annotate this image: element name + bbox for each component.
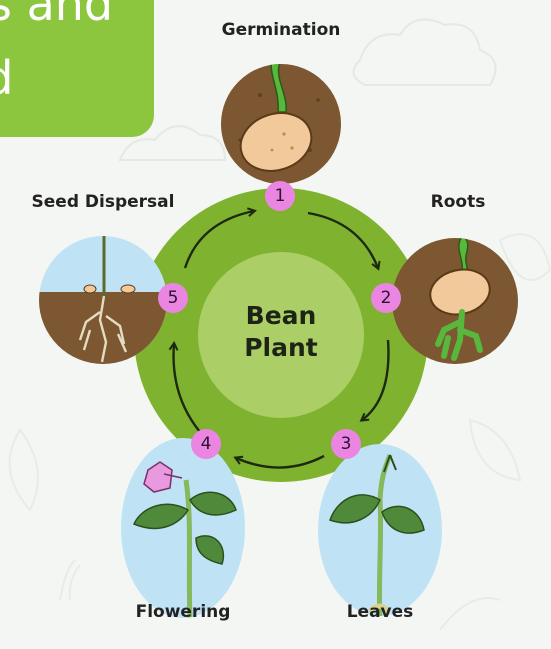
roots-illustration	[392, 236, 518, 364]
stage-label-flowering: Flowering	[136, 602, 231, 622]
stage-number-badge-2: 2	[371, 283, 401, 313]
center-title: Bean Plant	[221, 300, 341, 364]
stage-number-badge-1: 1	[265, 181, 295, 211]
stage-number-badge-3: 3	[331, 429, 361, 459]
center-title-line2: Plant	[221, 332, 341, 364]
stage-label-roots: Roots	[431, 192, 486, 212]
stage-number-badge-4: 4	[191, 429, 221, 459]
stage-label-seed-dispersal: Seed Dispersal	[32, 192, 175, 212]
stage-label-germination: Germination	[222, 20, 341, 40]
stage-label-leaves: Leaves	[347, 602, 414, 622]
corner-title-text: s and ed	[0, 0, 150, 130]
corner-title-line1: s and	[0, 0, 113, 30]
germination-illustration	[221, 57, 341, 184]
flowering-illustration	[121, 438, 245, 618]
corner-title-line2: ed	[0, 52, 14, 104]
center-title-line1: Bean	[221, 300, 341, 332]
stage-number-badge-5: 5	[158, 283, 188, 313]
leaves-illustration	[318, 444, 442, 620]
